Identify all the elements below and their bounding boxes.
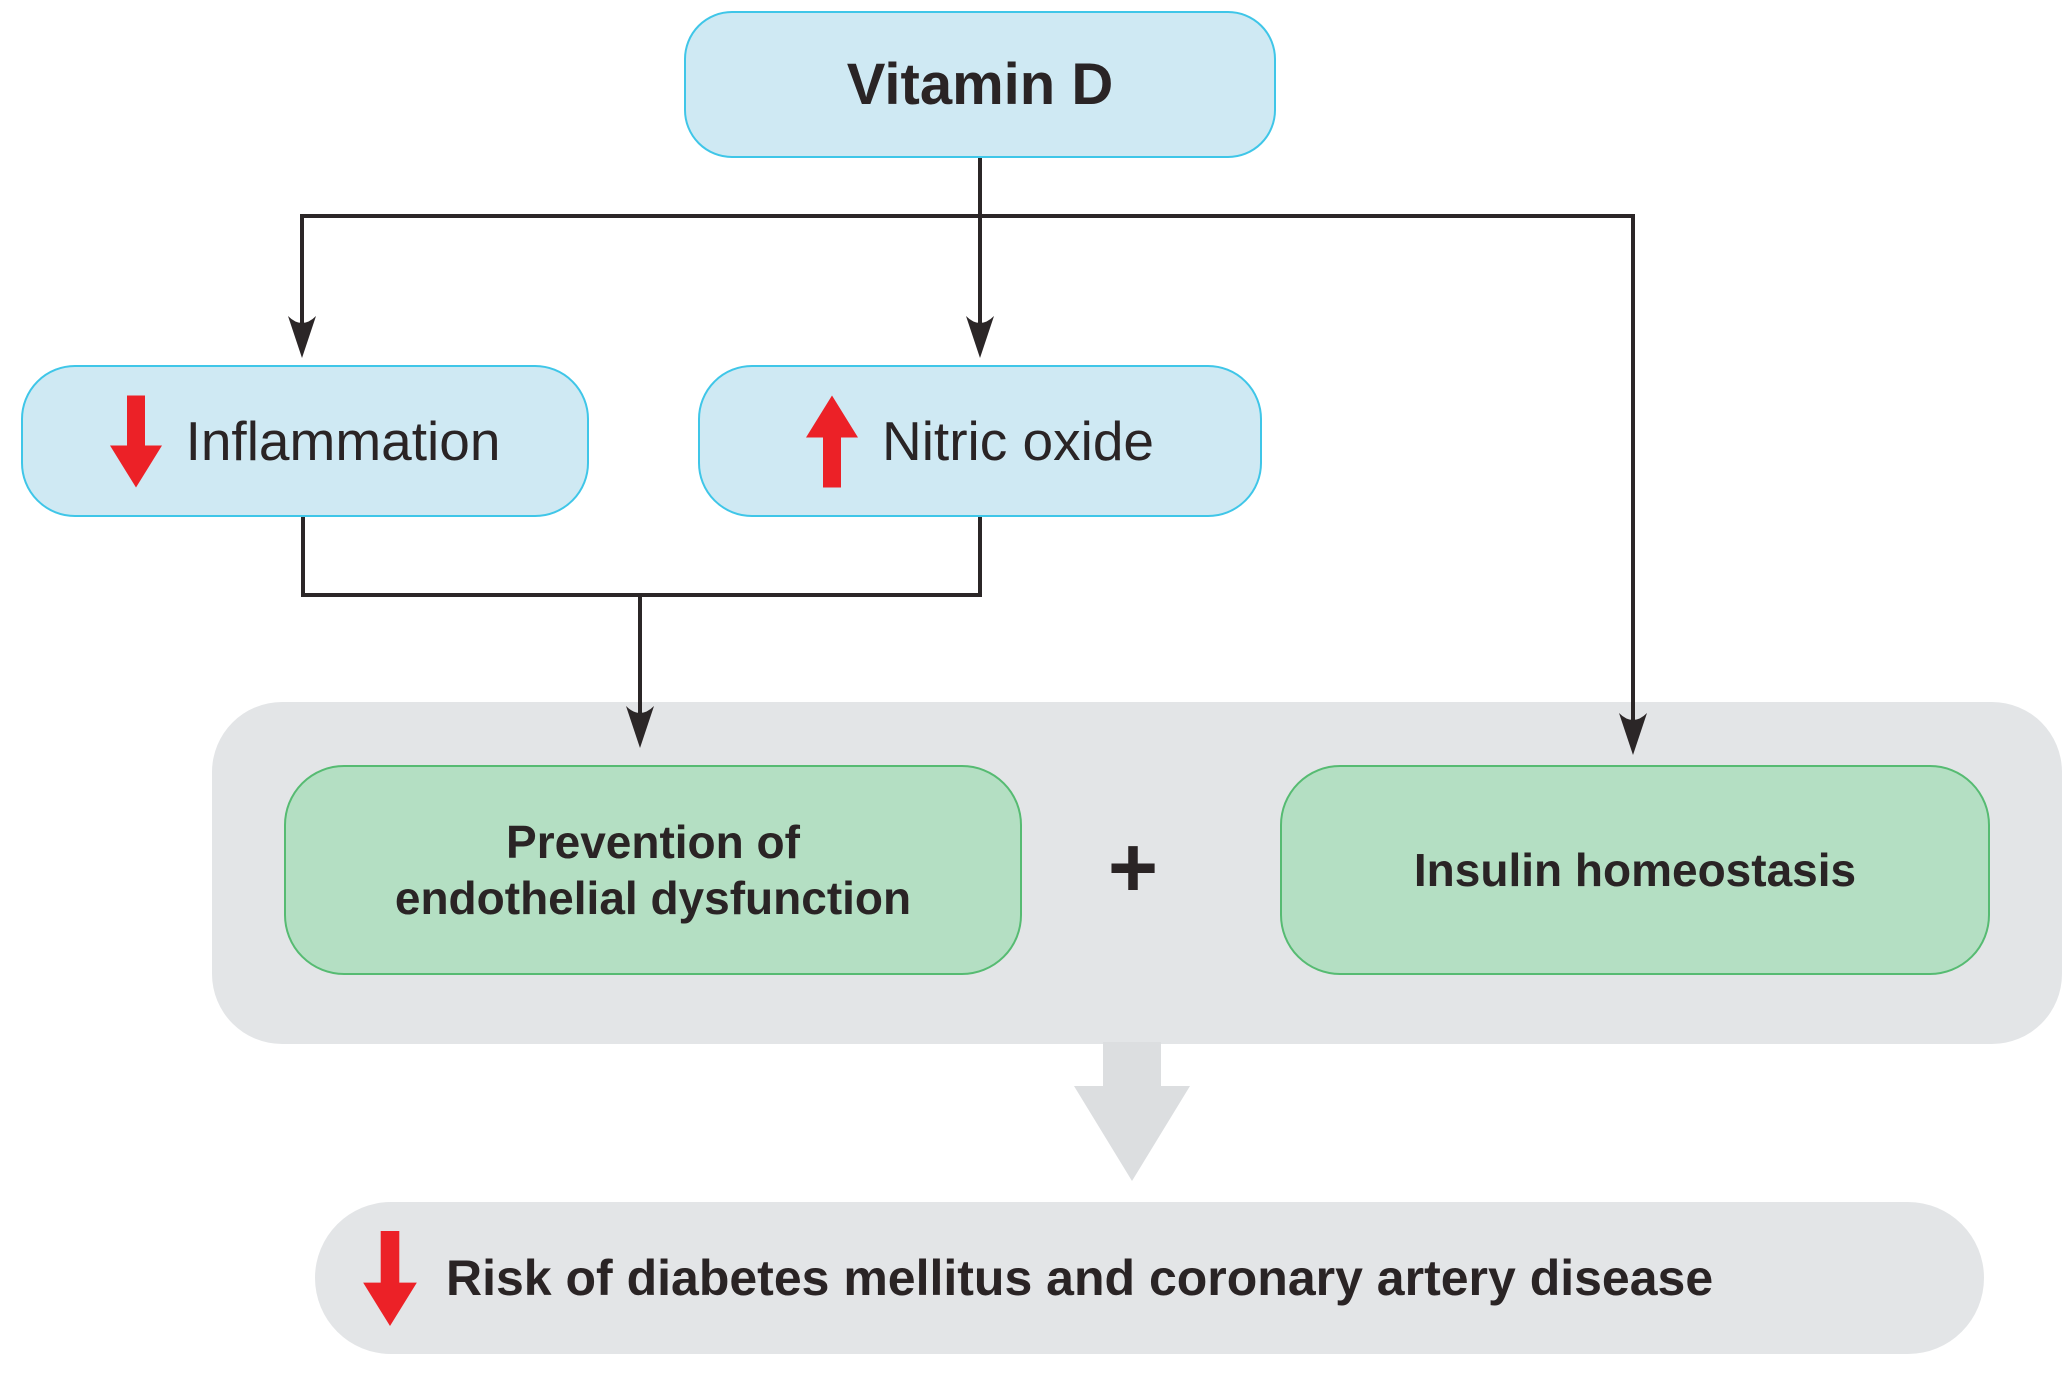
node-risk-outcome: Risk of diabetes mellitus and coronary a… — [315, 1202, 1984, 1354]
arrowhead-to-inflammation — [288, 316, 316, 358]
prevention-label-line1: Prevention of — [506, 815, 800, 868]
inflammation-label: Inflammation — [185, 410, 501, 472]
nitric-oxide-label: Nitric oxide — [881, 410, 1155, 472]
node-nitric-oxide: Nitric oxide — [698, 365, 1262, 517]
red-arrow-up-icon — [805, 395, 858, 487]
risk-label: Risk of diabetes mellitus and coronary a… — [446, 1250, 1714, 1306]
red-arrow-down-icon — [363, 1230, 417, 1326]
node-prevention-endothelial-dysfunction: Prevention of endothelial dysfunction — [284, 765, 1022, 975]
prevention-label-line2: endothelial dysfunction — [394, 872, 912, 924]
red-arrow-down-icon — [109, 395, 162, 487]
prevention-label: Prevention of endothelial dysfunction — [395, 814, 911, 926]
node-insulin-homeostasis: Insulin homeostasis — [1280, 765, 1990, 975]
node-vitamin-d: Vitamin D — [684, 11, 1276, 158]
gray-arrow-down-icon — [1074, 1042, 1190, 1181]
insulin-label: Insulin homeostasis — [1413, 843, 1857, 896]
arrowhead-to-nitric-oxide — [966, 316, 994, 358]
node-inflammation: Inflammation — [21, 365, 589, 517]
plus-sign: + — [1107, 819, 1159, 916]
vitamin-d-label: Vitamin D — [846, 52, 1114, 117]
